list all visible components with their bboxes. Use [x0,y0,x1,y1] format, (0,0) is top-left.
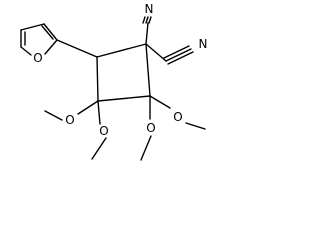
methoxy-group-3 [149,95,206,130]
methoxy-2-c-o [97,100,101,125]
furan-bond-c5-o [20,46,32,56]
bond-furan-to-ring [56,39,98,58]
ring-bond-right [145,43,151,97]
nitrile-1-triple-a [145,16,149,24]
nitrile-nitrogen-2-label: N [199,37,208,51]
nitrile-2-triple-a [165,48,192,62]
methoxy-group-4 [140,95,152,161]
nitrile-2-single [145,43,167,62]
furan-oxygen-label: O [33,51,42,65]
ring-bond-left [96,56,99,102]
furan-bond-c2-c3 [43,23,58,41]
methoxy-4-o-ch3 [140,135,152,161]
methoxy-oxygen-2-label: O [99,124,108,138]
methoxy-group-1 [44,100,99,121]
nitrile-2-triple-b [167,51,194,65]
methoxy-1-o-ch3 [44,110,63,121]
furan-bond-c2-c3-double [41,25,54,40]
methoxy-oxygen-4-label: O [146,121,155,135]
nitrile-1-triple-c [142,16,146,24]
furan-bond-o-c2 [44,39,58,55]
furan-ring [20,23,58,56]
nitrile-2-triple-c [163,45,190,59]
nitrile-group-2 [145,43,194,65]
methoxy-group-2 [91,100,107,160]
furan-bond-c3-c4 [20,23,45,31]
nitrile-nitrogen-1-label: N [145,2,154,16]
nitrile-1-triple-b [148,16,152,24]
nitrile-group-1 [142,16,152,45]
methoxy-3-o-ch3 [185,122,206,130]
methoxy-2-o-ch3 [91,137,107,160]
methoxy-1-c-o [77,100,99,115]
methoxy-oxygen-3-label: O [173,110,182,124]
ring-bond-top [96,43,147,58]
nitrile-1-single [145,22,149,45]
ring-bond-bottom [97,95,151,102]
molecule-structure: O N N O O O O [20,2,208,161]
cyclobutane-ring [96,43,151,102]
methoxy-oxygen-1-label: O [65,113,74,127]
methoxy-3-c-o [149,95,171,109]
